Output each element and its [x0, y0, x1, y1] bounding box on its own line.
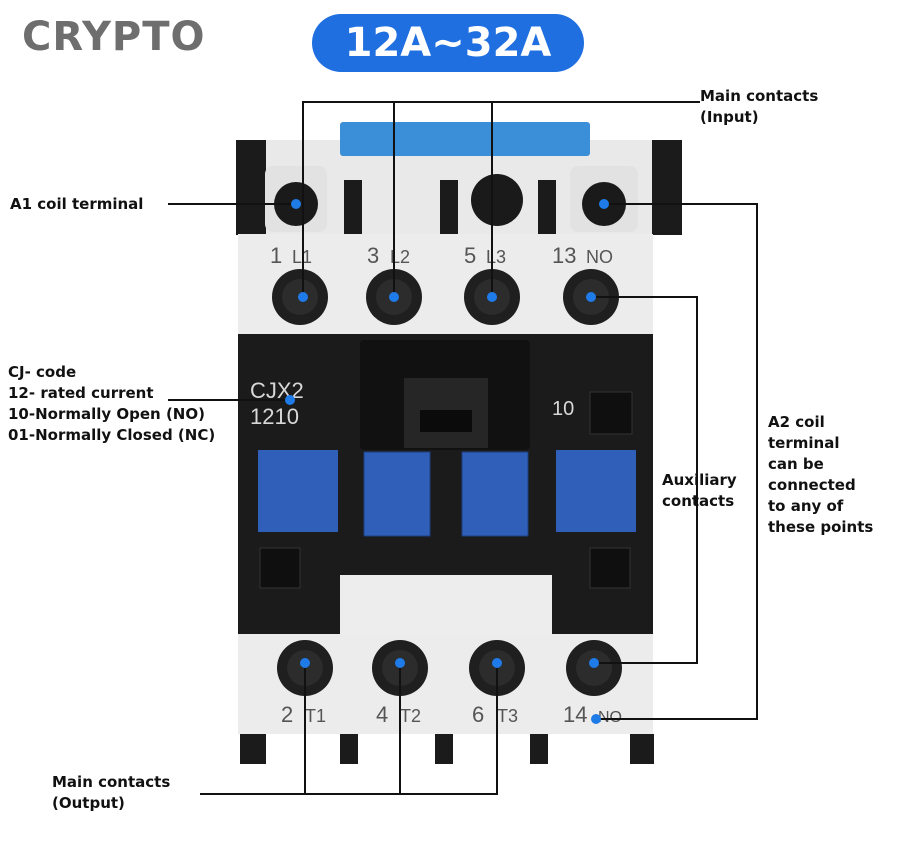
callout-a1-coil: A1 coil terminal — [10, 195, 144, 213]
dot-t2 — [395, 658, 405, 668]
coil-label-strip — [340, 122, 590, 156]
dot-14 — [589, 658, 599, 668]
lower-window-left — [259, 547, 301, 589]
terminal-2-label: 2 — [281, 702, 293, 727]
terminal-l3-label: L3 — [486, 247, 506, 267]
model-code-text: 1210 — [250, 404, 299, 429]
blue-block-center-left — [363, 451, 431, 537]
dot-code — [285, 395, 295, 405]
terminal-t2-label: T2 — [400, 706, 421, 726]
callout-main-input: Main contacts(Input) — [700, 87, 819, 126]
blue-block-right — [556, 450, 636, 532]
left-ear — [236, 140, 266, 235]
blue-block-left — [258, 450, 338, 532]
current-range-badge: 12A~32A — [312, 14, 584, 72]
terminal-4-label: 4 — [376, 702, 388, 727]
aux-window — [589, 391, 633, 435]
label-plate — [340, 575, 552, 645]
terminal-14-no-label: NO — [598, 709, 622, 726]
terminal-3-label: 3 — [367, 243, 379, 268]
terminal-14-label: 14 — [563, 702, 587, 727]
brand-logo: CRYPTO — [22, 14, 206, 60]
top-separator-2 — [440, 180, 458, 236]
dot-a1 — [291, 199, 301, 209]
callout-main-output: Main contacts (Output) — [52, 773, 171, 812]
terminal-5-label: 5 — [464, 243, 476, 268]
top-separator-3 — [538, 180, 556, 236]
center-screw — [471, 174, 523, 226]
terminal-l2-label: L2 — [390, 247, 410, 267]
dot-a2 — [599, 199, 609, 209]
feet — [240, 734, 654, 764]
right-ear — [652, 140, 682, 235]
top-separator-1 — [344, 180, 362, 236]
terminal-13-no-label: NO — [586, 247, 613, 267]
dot-14-no — [591, 714, 601, 724]
dot-13 — [586, 292, 596, 302]
terminal-t1-label: T1 — [305, 706, 326, 726]
blue-block-center-right — [461, 451, 529, 537]
terminal-t3-label: T3 — [497, 706, 518, 726]
dot-t1 — [300, 658, 310, 668]
bottom-terminal-labels: 2 T1 4 T2 6 T3 14 NO — [281, 702, 622, 727]
leader-lines — [168, 101, 758, 795]
lower-window-right — [589, 547, 631, 589]
terminal-13-label: 13 — [552, 243, 576, 268]
marker-dots — [285, 199, 609, 724]
terminal-1-label: 1 — [270, 243, 282, 268]
dot-l2 — [389, 292, 399, 302]
dot-l1 — [298, 292, 308, 302]
dot-t3 — [492, 658, 502, 668]
terminal-6-label: 6 — [472, 702, 484, 727]
dot-l3 — [487, 292, 497, 302]
armature-slot — [420, 410, 472, 432]
aux-code-text: 10 — [552, 398, 574, 420]
